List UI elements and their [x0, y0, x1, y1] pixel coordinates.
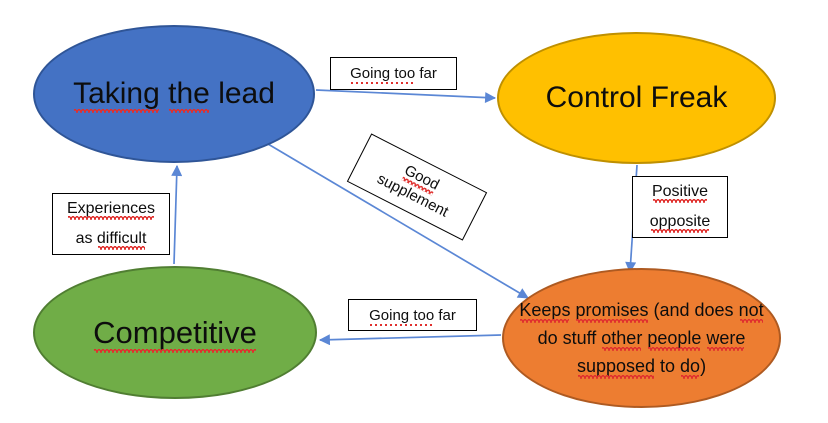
text-run: supposed: [576, 356, 656, 376]
edge-label-going-too-far-top-text: Going too far: [350, 65, 437, 82]
text-run: far: [434, 306, 456, 324]
node-competitive[interactable]: Competitive: [33, 266, 317, 399]
node-keeps-promises[interactable]: Keeps promises (and does not do stuff ot…: [502, 268, 781, 408]
edge-label-going-too-far-top[interactable]: Going too far: [330, 57, 457, 90]
text-run: Experiences: [66, 200, 156, 217]
text-run: as: [75, 230, 97, 247]
text-run: people: [647, 328, 702, 348]
text-run: lead: [209, 77, 275, 110]
text-run: promises: [575, 300, 649, 320]
text-run: (and does: [648, 300, 739, 320]
text-run: far: [415, 65, 437, 82]
node-keeps-promises-line-2: do stuff other people were: [538, 324, 746, 352]
text-run: Control Freak: [545, 81, 728, 114]
text-run: other: [601, 328, 643, 348]
node-taking-the-lead-label: Taking the lead: [73, 77, 275, 111]
text-run: Going too: [350, 65, 416, 82]
text-run: Competitive: [93, 314, 257, 350]
text-run: ): [700, 356, 707, 376]
text-run: do: [680, 356, 701, 376]
text-run: difficult: [96, 230, 147, 247]
connector-going-too-far-bottom[interactable]: [318, 334, 502, 346]
connector-going-too-far-top[interactable]: [315, 89, 497, 104]
connector-experiences-as-difficult[interactable]: [171, 164, 183, 265]
node-taking-the-lead[interactable]: Taking the lead: [33, 25, 315, 163]
text-run: the: [168, 77, 210, 110]
connector-good-supplement[interactable]: [267, 143, 529, 299]
node-competitive-label: Competitive: [93, 315, 257, 351]
edge-label-experiences-line-2: as difficult: [76, 224, 147, 254]
text-run: do stuff: [537, 328, 602, 348]
text-run: Going too: [369, 306, 435, 324]
text-run: [160, 77, 168, 110]
node-control-freak-label: Control Freak: [546, 81, 728, 115]
edge-label-going-too-far-bottom[interactable]: Going too far: [348, 299, 477, 331]
edge-label-positive-opposite-line-2: opposite: [650, 207, 711, 237]
node-control-freak[interactable]: Control Freak: [497, 32, 776, 164]
edge-label-experiences-line-1: Experiences: [67, 194, 155, 224]
node-keeps-promises-line-1: Keeps promises (and does not: [519, 296, 763, 324]
text-run: to: [655, 356, 681, 376]
text-run: Keeps: [519, 300, 571, 320]
edge-label-positive-opposite[interactable]: Positive opposite: [632, 176, 728, 238]
text-run: Taking: [73, 77, 160, 110]
node-keeps-promises-line-3: supposed to do): [577, 352, 706, 380]
text-run: Positive: [651, 183, 709, 200]
edge-label-going-too-far-bottom-text: Going too far: [369, 307, 456, 324]
text-run: were: [706, 328, 746, 348]
edge-label-experiences-as-difficult[interactable]: Experiences as difficult: [52, 193, 170, 255]
text-run: opposite: [649, 213, 711, 230]
text-run: not: [738, 300, 764, 320]
edge-label-positive-opposite-line-1: Positive: [652, 177, 708, 207]
